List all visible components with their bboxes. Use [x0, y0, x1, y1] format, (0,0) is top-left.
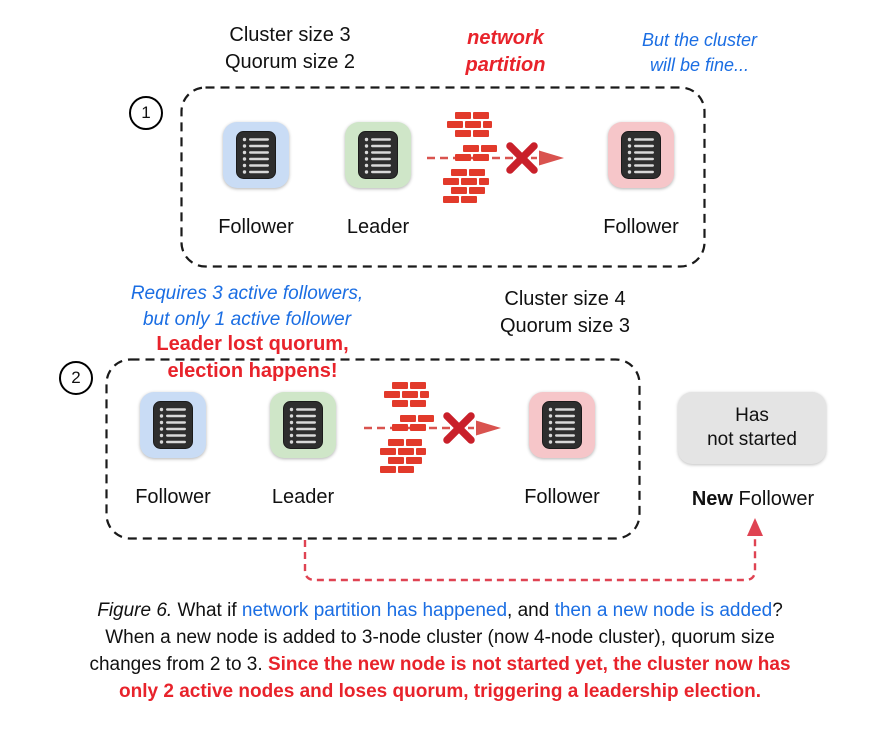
panel1-network-partition-graphic [427, 108, 564, 208]
new-follower-label: New Follower [691, 488, 815, 510]
panel2-node-follower-1: Follower [118, 392, 228, 509]
panel2-node-follower-2: Follower [507, 392, 617, 509]
server-box-pink [529, 392, 595, 458]
panel2-network-partition-graphic [364, 378, 501, 478]
panel2-cluster-boundary [105, 358, 641, 540]
server-box-green [345, 122, 411, 188]
node-role-label: Follower [603, 216, 679, 238]
server-log-icon [283, 401, 323, 449]
server-box-blue [140, 392, 206, 458]
dashed-arrow-icon [427, 150, 564, 166]
panel2-step-badge: 2 [59, 361, 93, 395]
panel1-node-follower-2: Follower [586, 122, 696, 239]
curved-dashed-arrow-icon [303, 518, 763, 582]
brick-wall-icon [443, 112, 497, 203]
server-box-blue [223, 122, 289, 188]
new-emphasis: New [691, 488, 733, 510]
panel2-node-leader: Leader [248, 392, 358, 509]
panel1-cluster-info: Cluster size 3 Quorum size 2 [224, 24, 356, 73]
red-x-icon [443, 412, 475, 444]
server-log-icon [358, 131, 398, 179]
server-log-icon [153, 401, 193, 449]
server-box-green [270, 392, 336, 458]
panel2-cluster-info: Cluster size 4 Quorum size 3 [499, 288, 631, 337]
panel2-followers-note: Requires 3 active followers, but only 1 … [130, 283, 364, 330]
server-log-icon [621, 131, 661, 179]
figure-caption: Figure 6. What if network partition has … [89, 600, 791, 702]
server-log-icon [236, 131, 276, 179]
panel1-side-note: But the cluster will be fine... [641, 30, 758, 75]
panel1-node-follower-1: Follower [201, 122, 311, 239]
node-role-label: Follower [524, 486, 600, 508]
panel1-partition-label: network partition [465, 27, 546, 76]
panel1-step-badge: 1 [129, 96, 163, 130]
red-x-icon [506, 142, 538, 174]
new-node-status-box: Has not started [678, 392, 826, 464]
server-log-icon [542, 401, 582, 449]
node-role-label: Leader [271, 486, 335, 508]
dashed-arrow-icon [364, 420, 501, 436]
server-box-pink [608, 122, 674, 188]
brick-wall-icon [380, 382, 434, 473]
panel2-quorum-note: Leader lost quorum, election happens! [156, 333, 349, 382]
panel1-cluster-boundary [180, 86, 706, 268]
node-role-label: Follower [218, 216, 294, 238]
figure-number: Figure 6. [97, 600, 173, 621]
panel1-node-leader: Leader [323, 122, 433, 239]
node-role-label: Leader [346, 216, 410, 238]
node-role-label: Follower [135, 486, 211, 508]
